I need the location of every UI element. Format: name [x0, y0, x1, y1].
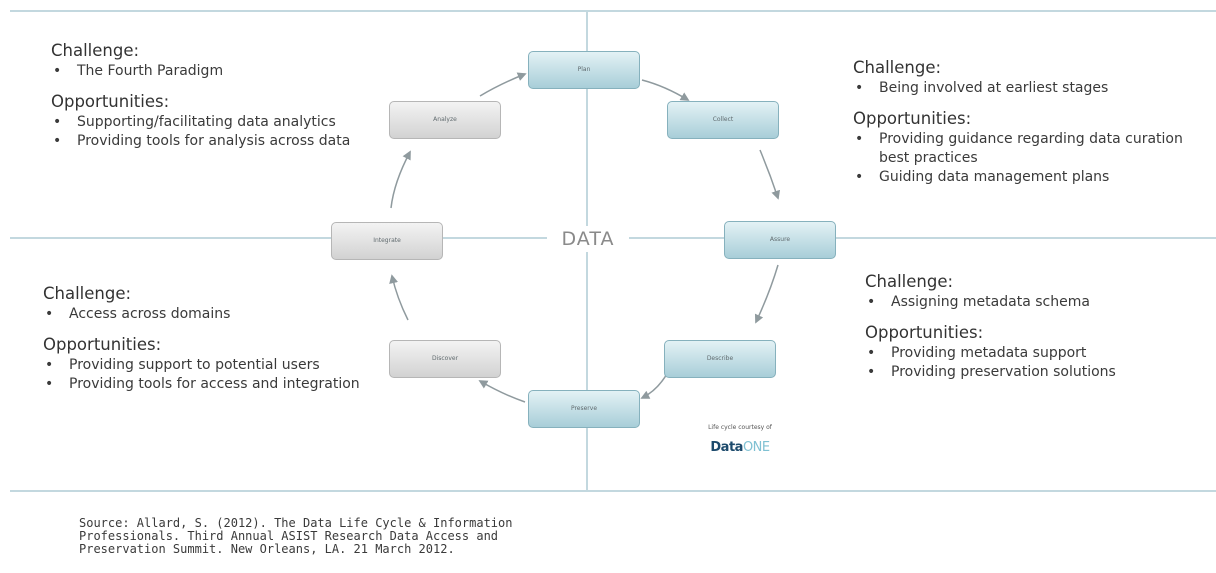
- opportunity-item: Providing support to potential users: [43, 356, 373, 375]
- challenge-item: Being involved at earliest stages: [853, 79, 1183, 98]
- arrow-assure-to-describe: [754, 264, 779, 324]
- challenge-heading: Challenge:: [43, 284, 132, 303]
- opportunity-item: Guiding data management plans: [853, 168, 1183, 187]
- arrow-plan-to-collect: [641, 79, 690, 101]
- opportunities-heading: Opportunities:: [853, 109, 972, 128]
- stage-preserve[interactable]: Preserve: [528, 390, 640, 428]
- opportunities-heading: Opportunities:: [865, 323, 984, 342]
- opportunity-item: Providing metadata support: [865, 344, 1195, 363]
- logo-part-one: ONE: [742, 440, 770, 455]
- stage-describe[interactable]: Describe: [664, 340, 776, 378]
- quadrant-top-left: Challenge: The Fourth Paradigm Opportuni…: [51, 40, 396, 161]
- source-citation: Source: Allard, S. (2012). The Data Life…: [79, 516, 513, 556]
- quadrant-bottom-left: Challenge: Access across domains Opportu…: [43, 283, 373, 404]
- challenge-item: Assigning metadata schema: [865, 293, 1195, 312]
- challenge-item: Access across domains: [43, 305, 373, 324]
- challenge-list: Being involved at earliest stages: [853, 79, 1183, 98]
- top-rule: [10, 10, 1216, 12]
- logo-part-data: Data: [710, 440, 743, 455]
- stage-plan[interactable]: Plan: [528, 51, 640, 89]
- arrow-discover-to-integrate: [389, 274, 409, 321]
- challenge-item: The Fourth Paradigm: [51, 62, 396, 81]
- opportunities-list: Providing metadata support Providing pre…: [865, 344, 1195, 382]
- challenge-list: Assigning metadata schema: [865, 293, 1195, 312]
- arrow-analyze-to-plan: [479, 72, 527, 97]
- challenge-heading: Challenge:: [865, 272, 954, 291]
- opportunity-item: Providing preservation solutions: [865, 363, 1195, 382]
- arrow-preserve-to-discover: [478, 380, 526, 403]
- opportunities-heading: Opportunities:: [43, 335, 162, 354]
- challenge-heading: Challenge:: [853, 58, 942, 77]
- dataone-logo: DataONE: [680, 440, 800, 455]
- opportunities-heading: Opportunities:: [51, 92, 170, 111]
- opportunities-list: Supporting/facilitating data analytics P…: [51, 113, 396, 151]
- quadrant-bottom-right: Challenge: Assigning metadata schema Opp…: [865, 271, 1195, 392]
- center-data-label: DATA: [547, 226, 629, 252]
- challenge-list: The Fourth Paradigm: [51, 62, 396, 81]
- stage-discover[interactable]: Discover: [389, 340, 501, 378]
- opportunity-item: Providing tools for access and integrati…: [43, 375, 373, 394]
- challenge-list: Access across domains: [43, 305, 373, 324]
- courtesy-note: Life cycle courtesy of: [708, 424, 772, 431]
- opportunities-list: Providing guidance regarding data curati…: [853, 130, 1183, 187]
- stage-integrate[interactable]: Integrate: [331, 222, 443, 260]
- stage-assure[interactable]: Assure: [724, 221, 836, 259]
- challenge-heading: Challenge:: [51, 41, 140, 60]
- opportunities-list: Providing support to potential users Pro…: [43, 356, 373, 394]
- quadrant-top-right: Challenge: Being involved at earliest st…: [853, 57, 1183, 197]
- stage-analyze[interactable]: Analyze: [389, 101, 501, 139]
- opportunity-item: Providing tools for analysis across data: [51, 132, 396, 151]
- stage-collect[interactable]: Collect: [667, 101, 779, 139]
- opportunity-item: Supporting/facilitating data analytics: [51, 113, 396, 132]
- bottom-rule: [10, 490, 1216, 492]
- arrow-integrate-to-analyze: [390, 150, 411, 209]
- arrow-collect-to-assure: [759, 149, 780, 200]
- opportunity-item: Providing guidance regarding data curati…: [853, 130, 1183, 168]
